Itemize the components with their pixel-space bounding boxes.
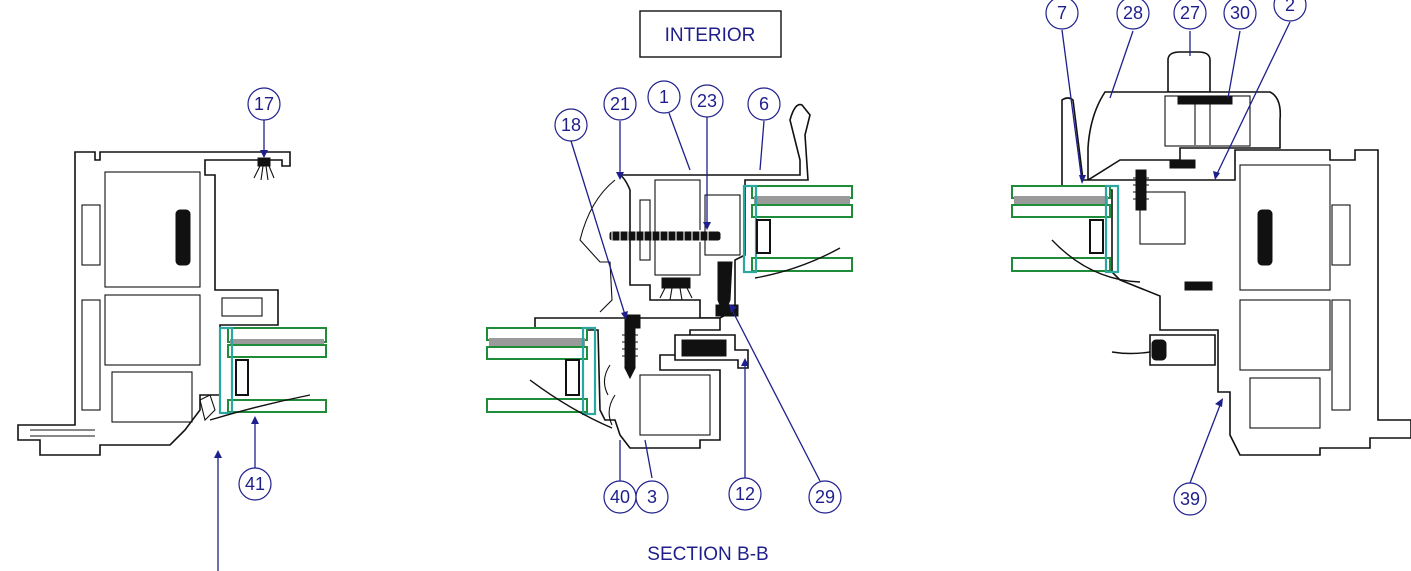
callout-3: 3 — [635, 480, 669, 514]
svg-text:21: 21 — [610, 94, 630, 114]
svg-text:3: 3 — [647, 487, 657, 507]
svg-text:17: 17 — [254, 94, 274, 114]
callout-6: 6 — [747, 87, 781, 121]
callout-2: 2 — [1273, 0, 1307, 22]
callout-18: 18 — [554, 108, 588, 142]
leader-lines — [217, 21, 1291, 571]
svg-text:30: 30 — [1230, 3, 1250, 23]
callout-23: 23 — [690, 84, 724, 118]
section-caption: SECTION B-B — [647, 544, 768, 565]
svg-text:7: 7 — [1057, 3, 1067, 23]
svg-text:41: 41 — [245, 474, 265, 494]
callout-12: 12 — [728, 477, 762, 511]
svg-text:39: 39 — [1180, 489, 1200, 509]
callout-28: 28 — [1116, 0, 1150, 30]
callout-27: 27 — [1173, 0, 1207, 30]
callout-30: 30 — [1223, 0, 1257, 30]
callout-39: 39 — [1173, 482, 1207, 516]
left-frame-profile — [17, 151, 327, 456]
callout-17: 17 — [247, 87, 281, 121]
svg-text:28: 28 — [1123, 3, 1143, 23]
svg-text:23: 23 — [697, 91, 717, 111]
leader-arrowheads — [214, 150, 1223, 458]
svg-text:40: 40 — [610, 487, 630, 507]
svg-text:27: 27 — [1180, 3, 1200, 23]
svg-text:18: 18 — [561, 115, 581, 135]
callout-21: 21 — [603, 87, 637, 121]
svg-text:29: 29 — [815, 487, 835, 507]
svg-text:2: 2 — [1285, 0, 1295, 15]
svg-text:12: 12 — [735, 484, 755, 504]
svg-text:6: 6 — [759, 94, 769, 114]
callout-41: 41 — [238, 467, 272, 501]
svg-text:1: 1 — [659, 87, 669, 107]
right-frame-profile — [1011, 51, 1411, 456]
callout-7: 7 — [1045, 0, 1079, 30]
callout-29: 29 — [808, 480, 842, 514]
callout-1: 1 — [647, 80, 681, 114]
interior-label: INTERIOR — [639, 10, 782, 58]
callout-40: 40 — [603, 480, 637, 514]
center-sash-profile — [486, 103, 853, 449]
interior-title: INTERIOR — [665, 25, 756, 46]
